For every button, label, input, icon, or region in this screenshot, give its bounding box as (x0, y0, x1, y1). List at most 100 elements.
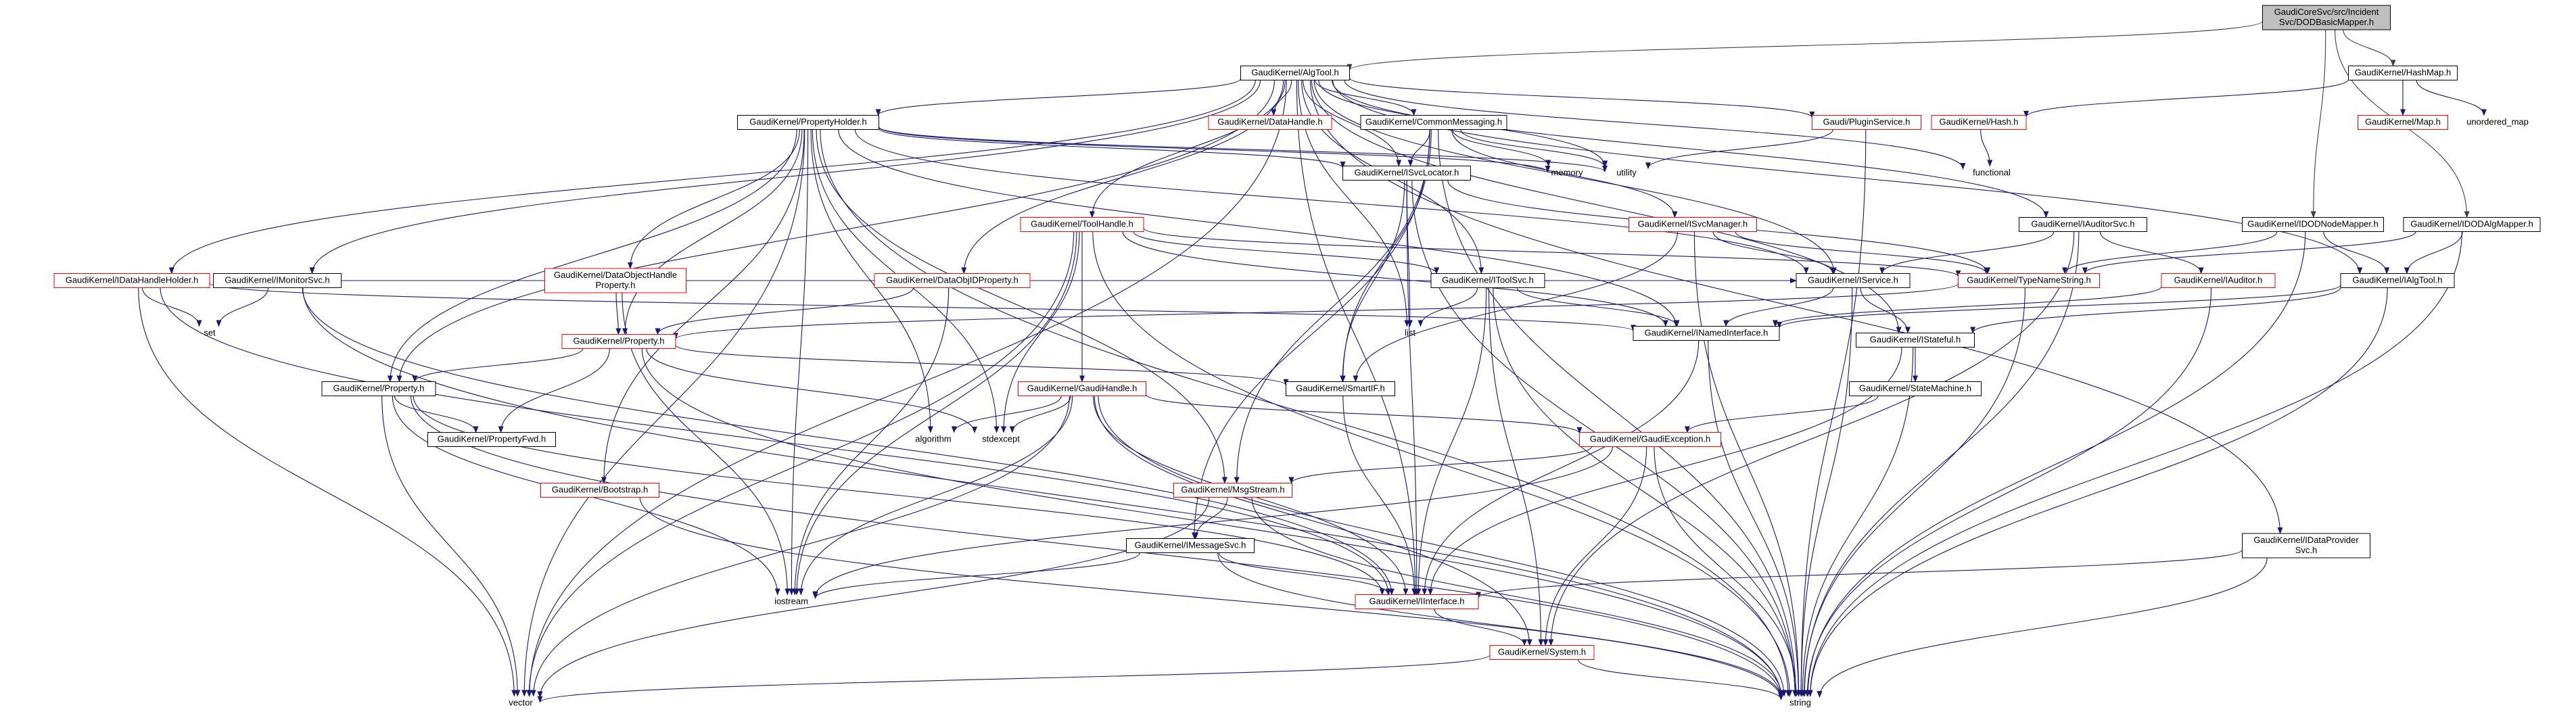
node-isvcloc[interactable]: GaudiKernel/ISvcLocator.h (1342, 166, 1471, 181)
edge-gaudihandle-to-vector (530, 396, 1070, 697)
node-label: functional (1973, 168, 2011, 178)
nodes-layer: GaudiCoreSvc/src/IncidentSvc/DODBasicMap… (53, 5, 2541, 708)
edge-imonsvc-to-string (302, 287, 1784, 699)
node-plugin[interactable]: Gaudi/PluginService.h (1812, 115, 1921, 130)
edge-algtool-to-plugin (1349, 77, 1815, 118)
edge-msgstream-to-string (1251, 497, 1784, 697)
edge-commsg-to-msgstream (1234, 129, 1430, 484)
edge-propholder-to-bootstrap (601, 129, 805, 484)
node-label: GaudiKernel/IDataProvider (2253, 535, 2359, 545)
node-ialgtool[interactable]: GaudiKernel/IAlgTool.h (2340, 273, 2455, 288)
node-property[interactable]: GaudiKernel/Property.h (561, 334, 676, 349)
edge-propholder-to-msgstream (816, 129, 1227, 484)
node-propholder[interactable]: GaudiKernel/PropertyHolder.h (737, 115, 879, 130)
edge-idataprov-to-interface (1476, 549, 2243, 599)
edge-msgstream-to-vector (537, 497, 1210, 698)
edge-gaudihandle-to-iostream (798, 396, 1073, 596)
edge-typename-to-string (1801, 287, 2025, 697)
edge-isvcmgr-to-typename (1735, 231, 1989, 275)
node-label: GaudiKernel/IInterface.h (1369, 596, 1465, 606)
node-interface[interactable]: GaudiKernel/IInterface.h (1355, 594, 1479, 609)
node-label: stdexcept (982, 434, 1020, 444)
edge-propholder-to-iservice (854, 129, 1809, 275)
node-gaudiexc[interactable]: GaudiKernel/GaudiException.h (1579, 432, 1721, 447)
node-hash[interactable]: GaudiKernel/Hash.h (1931, 115, 2027, 130)
edge-itoolsvc-to-string (1493, 287, 1798, 697)
edges-layer (138, 20, 2487, 703)
node-iauditor[interactable]: GaudiKernel/IAuditor.h (2161, 273, 2276, 288)
node-imessagesvc[interactable]: GaudiKernel/IMessageSvc.h (1126, 538, 1255, 553)
node-isvcmgr[interactable]: GaudiKernel/ISvcManager.h (1629, 217, 1757, 232)
edge-imessagesvc-to-string (1217, 552, 1784, 699)
node-gaudihandle[interactable]: GaudiKernel/GaudiHandle.h (1018, 381, 1146, 396)
node-toolhandle[interactable]: GaudiKernel/ToolHandle.h (1020, 217, 1144, 232)
node-iauditorsvc[interactable]: GaudiKernel/IAuditorSvc.h (2019, 217, 2147, 232)
node-statemachine[interactable]: GaudiKernel/StateMachine.h (1849, 381, 1982, 396)
node-label: GaudiKernel/IToolSvc.h (1442, 275, 1534, 285)
edge-algtool-to-datahandle (1271, 80, 1292, 116)
node-idhh[interactable]: GaudiKernel/IDataHandleHolder.h (53, 273, 210, 288)
node-map[interactable]: GaudiKernel/Map.h (2358, 115, 2448, 130)
node-box (561, 334, 676, 349)
node-istateful[interactable]: GaudiKernel/IStateful.h (1856, 333, 1975, 348)
edge-property-to-string (641, 348, 1784, 698)
node-iservice[interactable]: GaudiKernel/IService.h (1796, 273, 1911, 288)
node-system[interactable]: GaudiKernel/System.h (1489, 645, 1595, 660)
node-idodnode[interactable]: GaudiKernel/IDODNodeMapper.h (2242, 217, 2384, 232)
node-label: GaudiKernel/IMonitorSvc.h (225, 275, 329, 285)
node-box (2019, 217, 2147, 232)
node-umap: unordered_map (2466, 117, 2529, 127)
node-dataobjid[interactable]: GaudiKernel/DataObjIDProperty.h (874, 273, 1031, 288)
node-root[interactable]: GaudiCoreSvc/src/IncidentSvc/DODBasicMap… (2262, 5, 2391, 30)
node-label: GaudiKernel/DataHandle.h (1217, 117, 1322, 127)
node-label: GaudiKernel/IMessageSvc.h (1135, 540, 1246, 550)
node-label: GaudiKernel/Hash.h (1939, 117, 2018, 127)
node-label: algorithm (915, 434, 951, 444)
node-box (427, 432, 556, 447)
node-label: list (1405, 328, 1415, 338)
edge-property-to-stdexcept (646, 348, 977, 433)
node-label: GaudiKernel/Property.h (333, 383, 425, 394)
node-box (540, 483, 659, 498)
node-msgstream[interactable]: GaudiKernel/MsgStream.h (1173, 483, 1292, 498)
edge-plugin-to-string (1798, 129, 1867, 697)
node-label: GaudiKernel/HashMap.h (2355, 68, 2451, 78)
node-label: GaudiKernel/GaudiException.h (1590, 434, 1711, 444)
node-bootstrap[interactable]: GaudiKernel/Bootstrap.h (540, 483, 659, 498)
node-label: GaudiKernel/CommonMessaging.h (1365, 117, 1502, 127)
node-hashmap[interactable]: GaudiKernel/HashMap.h (2348, 66, 2458, 80)
edge-inamed-to-interface (1422, 340, 1700, 596)
edge-iservice-to-inamed (1723, 287, 1834, 327)
node-smartif[interactable]: GaudiKernel/SmartIF.h (1286, 381, 1395, 396)
edge-iservice-to-string (1798, 287, 1853, 697)
node-gkproperty[interactable]: GaudiKernel/Property.h (321, 381, 436, 396)
node-typename[interactable]: GaudiKernel/TypeNameString.h (1958, 273, 2100, 288)
node-label: GaudiKernel/INamedInterface.h (1645, 328, 1769, 338)
edge-isvcmgr-to-string (1693, 231, 1802, 697)
node-label: GaudiKernel/ISvcManager.h (1638, 219, 1748, 229)
edge-dataobjhp-to-property (615, 292, 622, 335)
node-iostream: iostream (774, 596, 808, 606)
node-box (1018, 381, 1146, 396)
edge-hash-to-functional (1980, 129, 1993, 167)
node-algtool[interactable]: GaudiKernel/AlgTool.h (1240, 66, 1350, 80)
node-datahandle[interactable]: GaudiKernel/DataHandle.h (1208, 115, 1332, 130)
node-imonsvc[interactable]: GaudiKernel/IMonitorSvc.h (213, 273, 342, 288)
edge-propholder-to-isvcloc (878, 128, 1346, 168)
node-label: GaudiKernel/DataObjectHandle (554, 270, 677, 280)
edge-propholder-to-memory (878, 126, 1551, 173)
node-box (1489, 645, 1595, 660)
node-label: GaudiKernel/Property.h (573, 336, 665, 346)
node-idodalg[interactable]: GaudiKernel/IDODAlgMapper.h (2403, 217, 2541, 232)
edge-idhh-to-vector (138, 287, 517, 697)
node-commsg[interactable]: GaudiKernel/CommonMessaging.h (1360, 115, 1507, 130)
edge-algtool-to-functional (1344, 80, 1966, 170)
node-propfwd[interactable]: GaudiKernel/PropertyFwd.h (427, 432, 556, 447)
node-set: set (204, 328, 216, 338)
edge-plugin-to-utility (1645, 129, 1833, 170)
node-inamed[interactable]: GaudiKernel/INamedInterface.h (1633, 326, 1780, 341)
node-memory: memory (1551, 168, 1583, 178)
node-itoolsvc[interactable]: GaudiKernel/IToolSvc.h (1430, 273, 1545, 288)
